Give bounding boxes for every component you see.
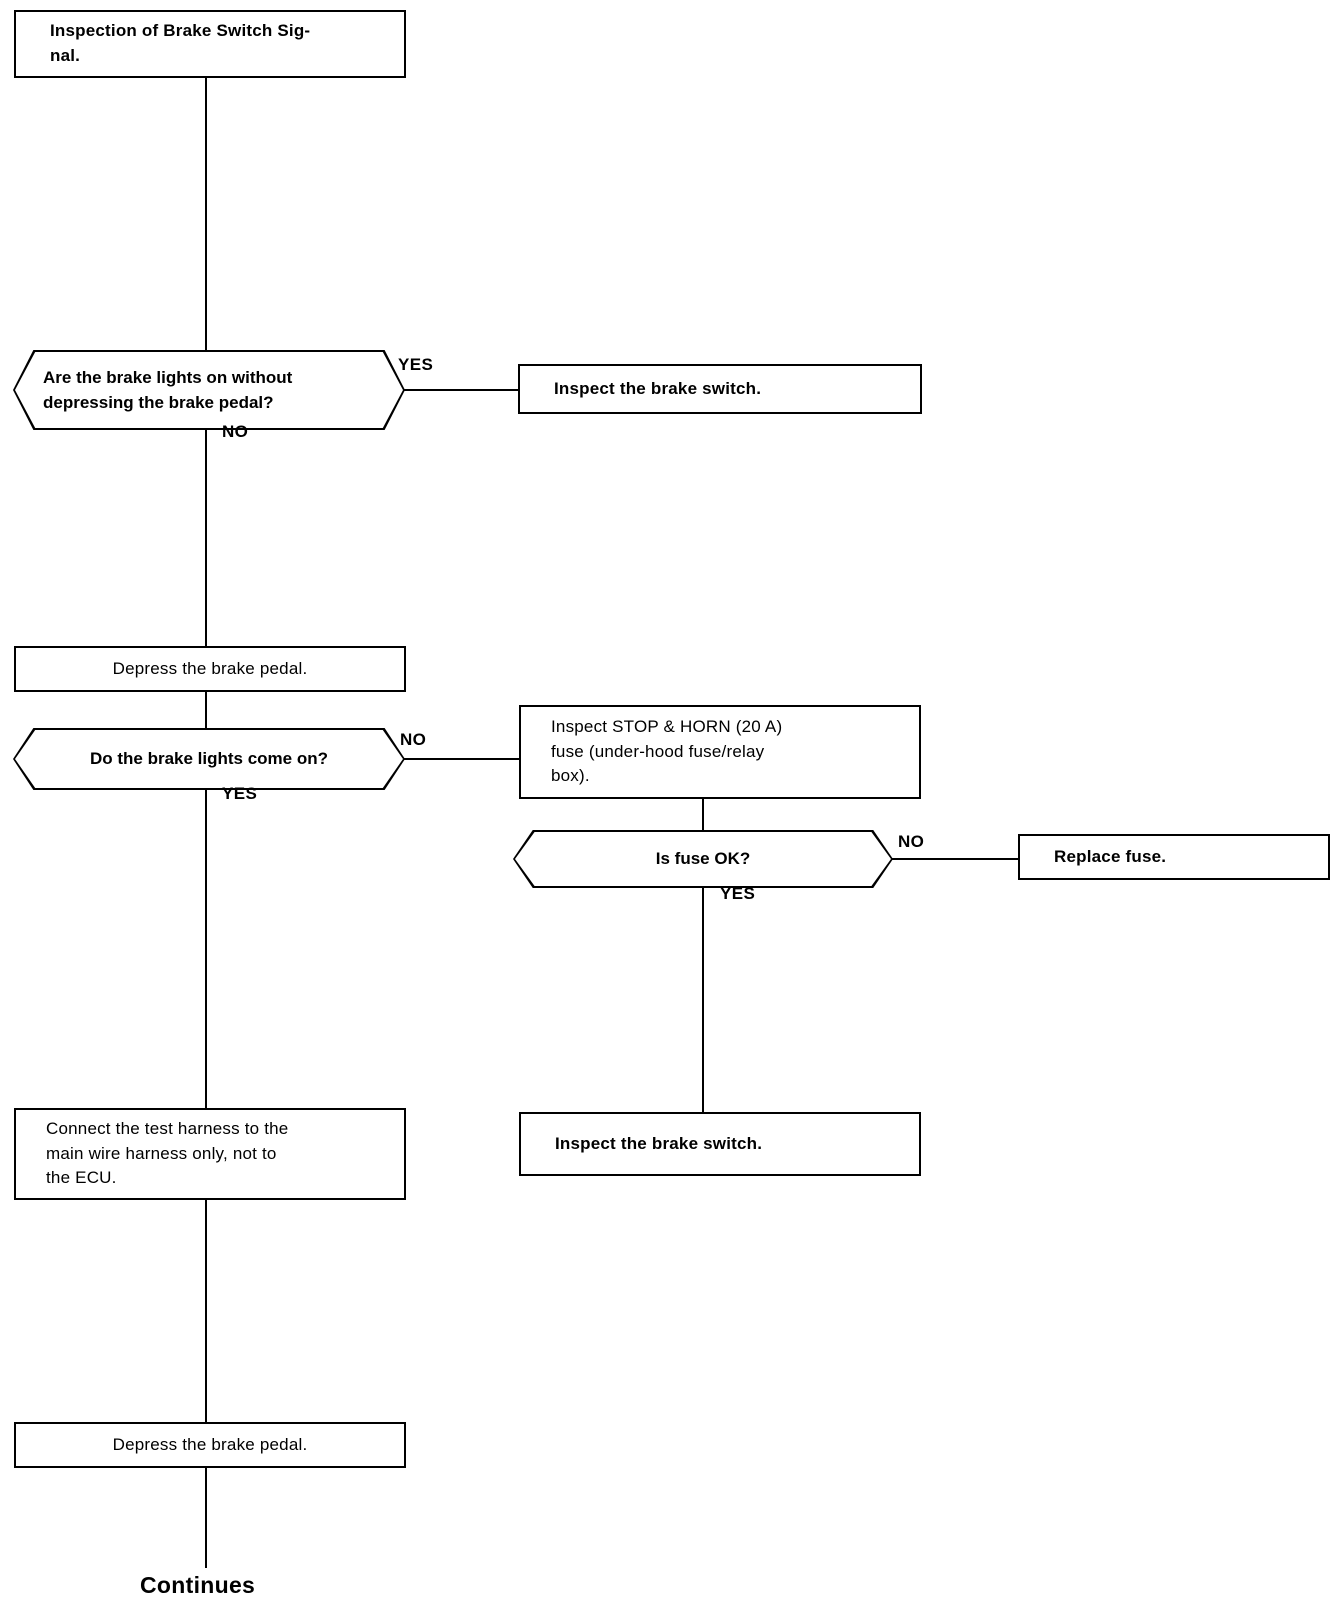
node-q-do-brake-lights-come-on: Do the brake lights come on? (13, 728, 405, 790)
connector-q2-yes-to-connect-harness (205, 790, 207, 1110)
node-inspect-brake-switch-2: Inspect the brake switch. (519, 1112, 921, 1176)
hexagon-inner (15, 352, 403, 428)
node-inspect-fuse-line3: box). (551, 766, 590, 786)
connector-q1-no-to-depress-pedal (205, 430, 207, 646)
node-q-brake-lights-on-without-pedal: Are the brake lights on without depressi… (13, 350, 405, 430)
hexagon-inner (15, 730, 403, 788)
node-q1-text: Are the brake lights on without depressi… (13, 365, 405, 416)
node-inspect-switch-2-text: Inspect the brake switch. (555, 1133, 763, 1153)
node-q1-line2: depressing the brake pedal? (43, 393, 274, 412)
connector-q3-no-to-replace-fuse (892, 858, 1020, 860)
connector-depress1-to-q2 (205, 692, 207, 728)
branch-label-no-2: NO (400, 730, 427, 749)
hexagon-inner (515, 832, 891, 886)
branch-label-no-3: NO (898, 832, 925, 851)
node-connect-harness-text: Connect the test harness to the main wir… (46, 1117, 390, 1191)
node-replace-fuse: Replace fuse. (1018, 834, 1330, 880)
node-inspect-brake-switch-1: Inspect the brake switch. (518, 364, 922, 414)
node-replace-fuse-text: Replace fuse. (1054, 846, 1167, 866)
node-inspect-switch-1-text: Inspect the brake switch. (554, 378, 762, 398)
node-connect-harness-line2: main wire harness only, not to (46, 1143, 277, 1163)
node-depress-pedal-1-text: Depress the brake pedal. (112, 658, 308, 678)
branch-label-no-1: NO (222, 422, 249, 441)
node-inspect-fuse-line2: fuse (under-hood fuse/relay (551, 741, 765, 761)
node-q-is-fuse-ok: Is fuse OK? (513, 830, 893, 888)
node-q2-text: Do the brake lights come on? (89, 749, 329, 769)
connector-q3-yes-to-inspect-switch-2 (702, 888, 704, 1112)
branch-label-yes-1: YES (398, 355, 434, 374)
branch-label-yes-2: YES (222, 784, 258, 803)
connector-q1-yes-to-inspect-switch (404, 389, 520, 391)
node-depress-pedal-2-text: Depress the brake pedal. (112, 1434, 308, 1454)
connector-title-to-q1 (205, 78, 207, 350)
connector-connect-harness-to-depress2 (205, 1200, 207, 1422)
footer-continues: Continues (140, 1572, 256, 1598)
node-inspection-of-brake-switch-signal: Inspection of Brake Switch Sig- nal. (14, 10, 406, 78)
node-title-text: Inspection of Brake Switch Sig- nal. (50, 21, 311, 65)
node-inspect-stop-horn-fuse: Inspect STOP & HORN (20 A) fuse (under-h… (519, 705, 921, 799)
connector-depress2-to-continues (205, 1468, 207, 1568)
node-q1-line1: Are the brake lights on without (43, 367, 293, 387)
connector-fuse-box-to-q-fuse-ok (702, 799, 704, 830)
connector-q2-no-to-inspect-fuse (404, 758, 520, 760)
node-depress-brake-pedal-1: Depress the brake pedal. (14, 646, 406, 692)
branch-label-yes-3: YES (720, 884, 756, 903)
node-q3-text: Is fuse OK? (655, 849, 751, 869)
node-depress-brake-pedal-2: Depress the brake pedal. (14, 1422, 406, 1468)
node-inspect-fuse-text: Inspect STOP & HORN (20 A) fuse (under-h… (551, 715, 905, 789)
node-connect-test-harness: Connect the test harness to the main wir… (14, 1108, 406, 1200)
node-inspect-fuse-line1: Inspect STOP & HORN (20 A) (551, 717, 783, 737)
node-connect-harness-line3: the ECU. (46, 1168, 117, 1188)
node-connect-harness-line1: Connect the test harness to the (46, 1119, 289, 1139)
